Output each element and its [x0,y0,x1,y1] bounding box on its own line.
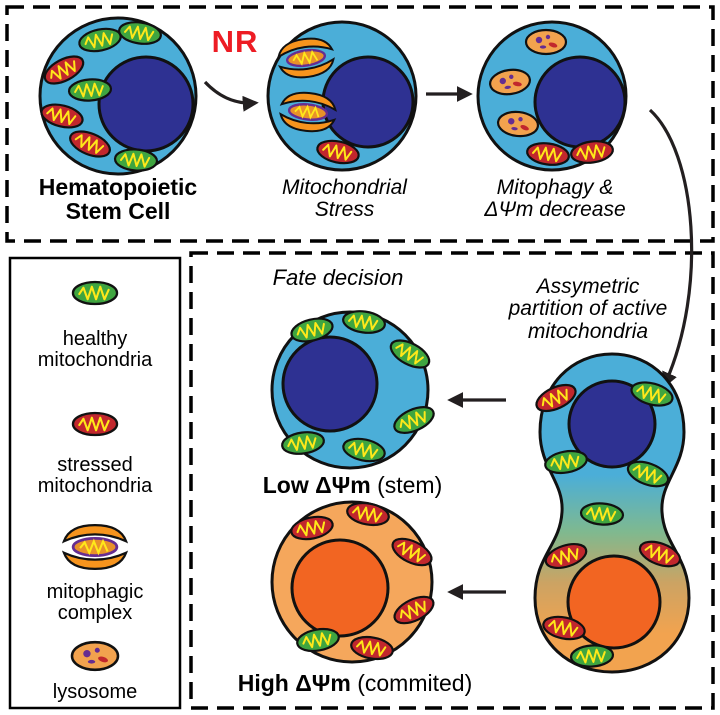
legend-border [8,256,182,710]
fate-decision-label: Fate decision [272,265,404,290]
legend-healthy-line2: mitochondria [37,349,153,372]
asymmetric-line1: Assymetric [536,275,640,298]
committed-cell-nucleus [290,538,390,638]
stressed-mitochondrion-icon [71,411,119,437]
asymmetric-line3: mitochondria [527,319,649,343]
hsc-cell [37,16,198,176]
low-potential-rest: (stem) [370,472,443,498]
lysosome-icon [70,640,120,672]
lysosome-icon [524,28,568,56]
stem-daughter-cell [270,307,439,470]
high-potential-rest: (commited) [350,670,473,696]
legend-stressed-line2: mitochondria [37,475,153,498]
dividing-cell-blue-nucleus [567,379,657,469]
legend-mitophagic-label: mitophagic complex [12,581,178,625]
legend-lysosome-label: lysosome [52,681,138,703]
mitophagy-label-line2: ΔΨm decrease [484,198,626,222]
legend-healthy-line1: healthy [62,328,128,350]
asymmetric-partition-label: Assymetric partition of active mitochond… [468,275,708,343]
high-potential-label: High ΔΨm (commited) [195,671,515,695]
low-potential-label: Low ΔΨm (stem) [225,473,480,497]
stress-label-line2: Stress [314,198,375,222]
high-potential-bold: High ΔΨm [237,670,351,696]
committed-daughter-cell [270,498,439,664]
stem-cell-nucleus [281,335,379,433]
legend-mitophagic-line2: complex [57,602,133,625]
asymmetric-line2: partition of active [508,297,668,321]
hsc-label-line1: Hematopoietic [38,174,198,200]
hsc-nucleus [97,55,195,153]
legend-stressed-line1: stressed [57,454,133,476]
bottom-panel-border [189,251,715,710]
nr-label: NR [211,24,259,59]
hsc-label-line2: Stem Cell [65,198,171,225]
legend-mitophagic-line1: mitophagic [46,581,144,603]
mitophagy-nucleus [533,55,627,149]
mitophagic-complex-icon [62,523,128,571]
nr-arrow [203,80,259,112]
hsc-label: Hematopoietic Stem Cell [18,175,218,224]
low-potential-bold: Low ΔΨm [262,472,371,498]
healthy-mitochondrion-icon [71,280,119,306]
panel-transition-arrow [648,108,694,389]
stress-nucleus [321,55,415,149]
legend-healthy-label: healthy mitochondria [12,328,178,372]
stress-label-line1: Mitochondrial [282,176,407,199]
top-panel-border [5,5,715,243]
mitophagy-label-line1: Mitophagy & [496,176,614,199]
mitophagy-cell [476,20,628,172]
stress-cell [266,20,418,172]
dividing-cell-orange-nucleus [566,554,662,650]
legend-stressed-label: stressed mitochondria [12,454,178,498]
stress-label: Mitochondrial Stress [252,176,437,222]
mitophagy-label: Mitophagy & ΔΨm decrease [455,176,655,222]
dividing-cell [531,352,691,674]
